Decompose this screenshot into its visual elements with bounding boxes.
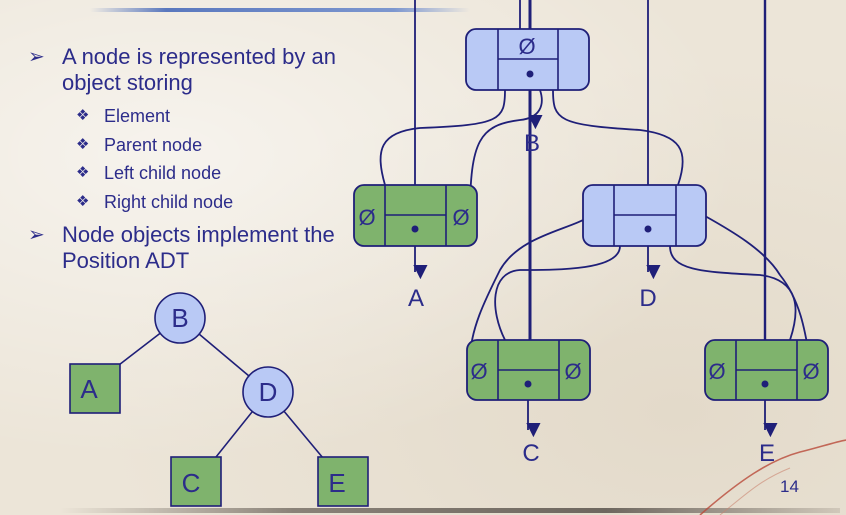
- sub-bullet-right-child: ❖ Right child node: [28, 188, 348, 217]
- linked-node-a: Ø Ø: [353, 184, 478, 247]
- tree-node-a: [69, 363, 121, 414]
- linked-node-d: [582, 184, 707, 247]
- pointer-b-to-d: [552, 89, 684, 186]
- element-dot-d: [644, 225, 652, 233]
- pointer-b-to-a: [379, 89, 506, 186]
- linked-node-b: Ø: [465, 28, 590, 91]
- bullet-position-adt: ➢ Node objects implement the Position AD…: [28, 222, 348, 274]
- tree-label-b: B: [171, 303, 188, 333]
- diamond-bullet-icon: ❖: [76, 135, 90, 153]
- diamond-bullet-icon: ❖: [76, 107, 90, 124]
- bullet-text: A node is represented by an object stori…: [62, 44, 336, 95]
- element-dot-e: [761, 380, 769, 388]
- sub-bullet-text: Left child node: [104, 163, 222, 183]
- element-label-b: B: [524, 130, 540, 157]
- linked-node-c: Ø Ø: [466, 339, 591, 401]
- null-right-e: Ø: [802, 359, 819, 384]
- pointer-d-to-e: [669, 245, 797, 341]
- tree-node-d: [242, 366, 294, 418]
- sub-bullet-text: Element: [104, 106, 171, 126]
- element-dot-c: [524, 380, 532, 388]
- abstract-tree: B A D C E: [69, 292, 369, 507]
- sub-bullet-list: ❖ Element ❖ Parent node ❖ Left child nod…: [28, 102, 348, 216]
- linked-node-e: Ø Ø: [704, 339, 829, 401]
- bottom-decorative-rule: [60, 508, 840, 513]
- decorative-brush-stroke: [699, 439, 846, 515]
- tree-label-d: D: [259, 377, 278, 407]
- null-right-a: Ø: [452, 205, 469, 230]
- bullet-list: ➢ A node is represented by an object sto…: [28, 44, 348, 280]
- element-label-d: D: [639, 285, 656, 312]
- pointer-d-to-c: [494, 245, 621, 341]
- arrow-bullet-icon: ➢: [28, 224, 45, 246]
- null-right-c: Ø: [564, 359, 581, 384]
- pointer-c-to-d-parent: [469, 215, 591, 361]
- tree-node-e: [317, 456, 369, 507]
- slide-number: 14: [780, 477, 799, 496]
- sub-bullet-text: Right child node: [104, 191, 234, 212]
- sub-bullet-element: ❖ Element: [28, 102, 348, 131]
- tree-node-c: [170, 456, 222, 507]
- bullet-node-representation: ➢ A node is represented by an object sto…: [28, 44, 348, 96]
- diamond-bullet-icon: ❖: [76, 164, 90, 181]
- element-dot-b: [526, 70, 534, 78]
- bullet-text: Node objects implement the Position ADT: [62, 222, 335, 273]
- pointer-a-to-b-parent: [469, 89, 543, 217]
- element-label-e: E: [759, 440, 775, 467]
- null-left-e: Ø: [708, 359, 725, 384]
- element-dot-a: [411, 225, 419, 233]
- top-decorative-rule: [90, 8, 470, 12]
- null-parent-b: Ø: [518, 34, 535, 59]
- sub-bullet-parent-node: ❖ Parent node: [28, 131, 348, 160]
- tree-label-c: C: [182, 468, 201, 498]
- sub-bullet-text: Parent node: [104, 134, 203, 155]
- diamond-bullet-icon: ❖: [76, 192, 90, 210]
- sub-bullet-left-child: ❖ Left child node: [28, 159, 348, 188]
- tree-node-b: [154, 292, 206, 344]
- arrow-bullet-icon: ➢: [28, 46, 45, 68]
- tree-label-e: E: [328, 468, 345, 498]
- tree-label-a: A: [80, 374, 98, 404]
- element-label-a: A: [408, 285, 424, 312]
- element-label-c: C: [522, 440, 539, 467]
- decorative-brush-stroke-2: [719, 467, 791, 515]
- null-left-c: Ø: [470, 359, 487, 384]
- pointer-e-to-d-parent: [704, 215, 811, 361]
- null-left-a: Ø: [358, 205, 375, 230]
